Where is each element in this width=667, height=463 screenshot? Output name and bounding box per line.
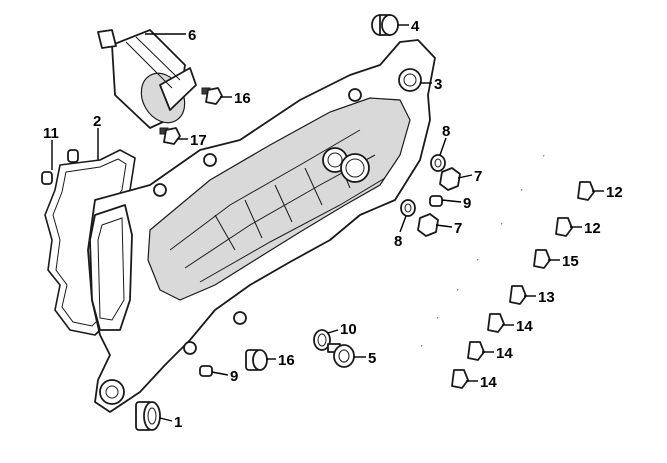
callout-labels: 6 4 3 16 17 2 11 8 7 9 8 7 12 12 15 13 1… — [43, 18, 623, 431]
callout-16a: 16 — [234, 90, 251, 107]
bolt-part-14a — [457, 288, 505, 333]
callout-15: 15 — [562, 253, 579, 270]
o-ring-part-10 — [313, 329, 331, 351]
dowel-pin-part-9 — [199, 195, 443, 377]
callout-8b: 8 — [394, 233, 402, 250]
bolt-part-16 — [159, 87, 223, 145]
callout-5: 5 — [368, 350, 376, 367]
starter-motor-part — [97, 29, 197, 129]
callout-10: 10 — [340, 321, 357, 338]
callout-11: 11 — [43, 125, 59, 142]
callout-14c: 14 — [480, 374, 497, 391]
callout-4: 4 — [411, 18, 420, 35]
callout-14a: 14 — [516, 318, 533, 335]
bushing-part-4 — [371, 14, 399, 36]
bushing-part-1 — [135, 401, 161, 431]
bushing-part-17 — [245, 349, 268, 371]
long-bolts — [421, 154, 595, 389]
callout-12a: 12 — [606, 184, 623, 201]
callout-14b: 14 — [496, 345, 513, 362]
callout-6: 6 — [188, 27, 196, 44]
bolt-part-7 — [417, 167, 461, 237]
bolt-part-13 — [477, 258, 527, 305]
callout-17: 16 — [278, 352, 295, 369]
dowel-pin-part-11 — [41, 149, 79, 185]
bolt-part-14c — [421, 344, 469, 389]
bolt-part-12b — [521, 188, 573, 237]
leader-lines — [51, 24, 604, 422]
callout-9b: 9 — [230, 368, 238, 385]
washer-part-8 — [400, 154, 446, 217]
left-crankcase-part — [87, 39, 436, 413]
bolt-part-14b — [437, 316, 485, 361]
callout-12b: 12 — [584, 220, 601, 237]
bolt-part-15 — [501, 222, 551, 269]
callout-1: 1 — [174, 414, 182, 431]
callout-3: 3 — [434, 76, 442, 93]
callout-2: 2 — [93, 113, 101, 130]
callout-13: 13 — [538, 289, 555, 306]
callout-7a: 7 — [474, 168, 482, 185]
callout-7b: 7 — [454, 220, 462, 237]
callout-16b: 17 — [190, 132, 207, 149]
bolt-part-12a — [543, 154, 595, 201]
callout-8a: 8 — [442, 123, 450, 140]
callout-9a: 9 — [463, 195, 471, 212]
drain-plug-part-5 — [327, 343, 355, 368]
